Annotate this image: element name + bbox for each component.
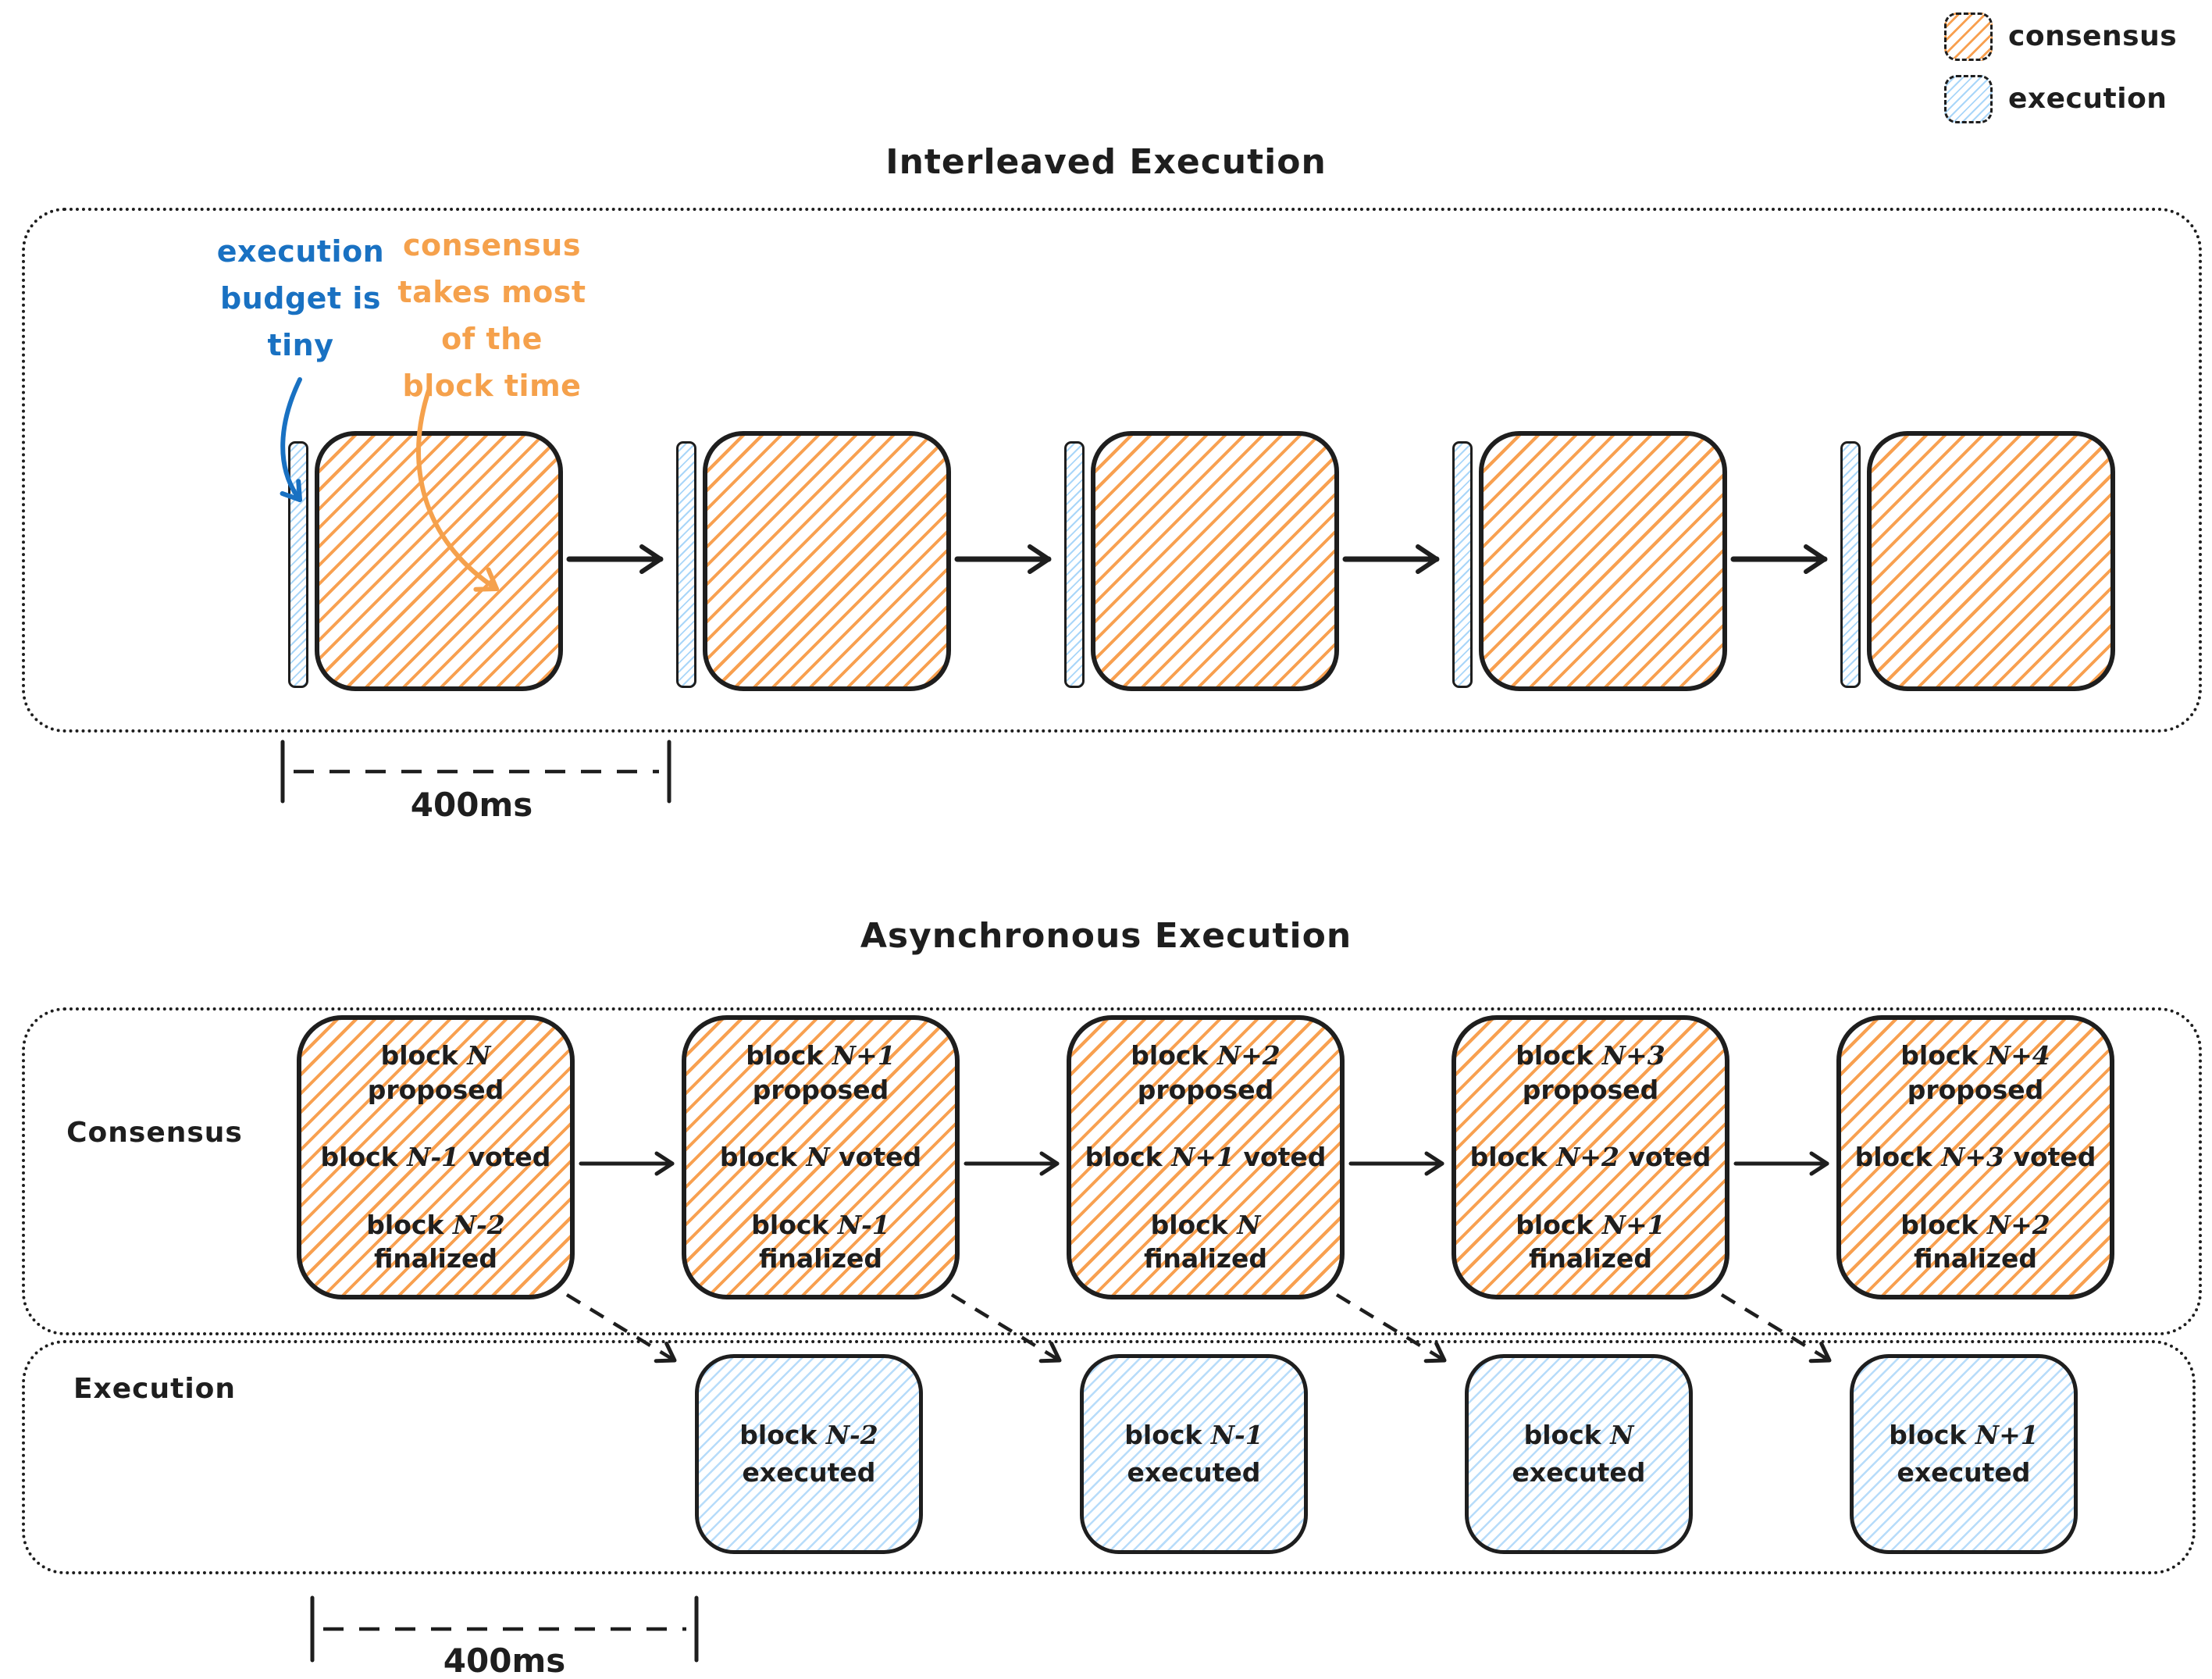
legend-consensus-swatch-icon: [1944, 12, 1993, 61]
execution-slice-bar: [1064, 441, 1085, 688]
voted-line: block N+2 voted: [1469, 1142, 1712, 1173]
finalized-lines: block N+2 finalized: [1900, 1209, 2050, 1274]
interleaved-scale-label: 400ms: [410, 786, 533, 824]
proposed-lines: block N+2 proposed: [1131, 1040, 1281, 1105]
legend-consensus-label: consensus: [2008, 20, 2178, 52]
note-consensus-time: consensus takes most of the block time: [367, 222, 617, 409]
note-execution-budget: execution budget is tiny: [191, 228, 410, 369]
consensus-row-label: Consensus: [66, 1117, 243, 1149]
finalized-lines: block N finalized: [1143, 1209, 1268, 1274]
note-line: consensus: [403, 228, 581, 262]
voted-line: block N+3 voted: [1854, 1142, 2096, 1173]
legend-execution-label: execution: [2008, 83, 2167, 115]
consensus-block: [1867, 431, 2115, 691]
interleaved-lane: [22, 208, 2202, 733]
voted-line: block N voted: [719, 1142, 922, 1173]
consensus-round-box: block N+4 proposed block N+3 voted block…: [1836, 1015, 2114, 1299]
note-line: budget is: [220, 281, 381, 315]
proposed-lines: block N+1 proposed: [746, 1040, 896, 1105]
execution-slice-bar: [1840, 441, 1861, 688]
proposed-lines: block N+4 proposed: [1900, 1040, 2050, 1105]
consensus-block: [1091, 431, 1339, 691]
consensus-block: [315, 431, 563, 691]
execution-lane: [22, 1340, 2196, 1574]
asynchronous-title: Asynchronous Execution: [860, 916, 1352, 956]
execution-slice-bar: [676, 441, 696, 688]
consensus-block: [1479, 431, 1727, 691]
note-line: execution: [216, 234, 385, 269]
consensus-round-box: block N+2 proposed block N+1 voted block…: [1067, 1015, 1345, 1299]
execution-row-label: Execution: [73, 1373, 237, 1405]
asynchronous-scale-label: 400ms: [443, 1642, 566, 1679]
note-line: tiny: [267, 328, 334, 362]
proposed-lines: block N proposed: [367, 1040, 504, 1105]
finalized-lines: block N+1 finalized: [1516, 1209, 1665, 1274]
proposed-lines: block N+3 proposed: [1516, 1040, 1665, 1105]
consensus-round-box: block N+1 proposed block N voted block N…: [682, 1015, 960, 1299]
finalized-lines: block N-2 finalized: [366, 1209, 505, 1274]
voted-line: block N+1 voted: [1085, 1142, 1327, 1173]
note-line: of the: [441, 322, 543, 356]
consensus-lane: [22, 1007, 2202, 1335]
finalized-lines: block N-1 finalized: [751, 1209, 890, 1274]
execution-round-box: block N-2 executed: [695, 1354, 923, 1554]
execution-round-box: block N-1 executed: [1080, 1354, 1308, 1554]
execution-slice-bar: [288, 441, 308, 688]
legend-execution-swatch-icon: [1944, 75, 1993, 123]
consensus-block: [703, 431, 951, 691]
consensus-round-box: block N proposed block N-1 voted block N…: [297, 1015, 575, 1299]
voted-line: block N-1 voted: [320, 1142, 551, 1173]
interleaved-title: Interleaved Execution: [885, 142, 1327, 182]
execution-round-box: block N executed: [1465, 1354, 1693, 1554]
note-line: takes most: [397, 275, 586, 309]
execution-round-box: block N+1 executed: [1850, 1354, 2078, 1554]
execution-slice-bar: [1452, 441, 1473, 688]
note-line: block time: [402, 369, 582, 403]
consensus-round-box: block N+3 proposed block N+2 voted block…: [1452, 1015, 1729, 1299]
